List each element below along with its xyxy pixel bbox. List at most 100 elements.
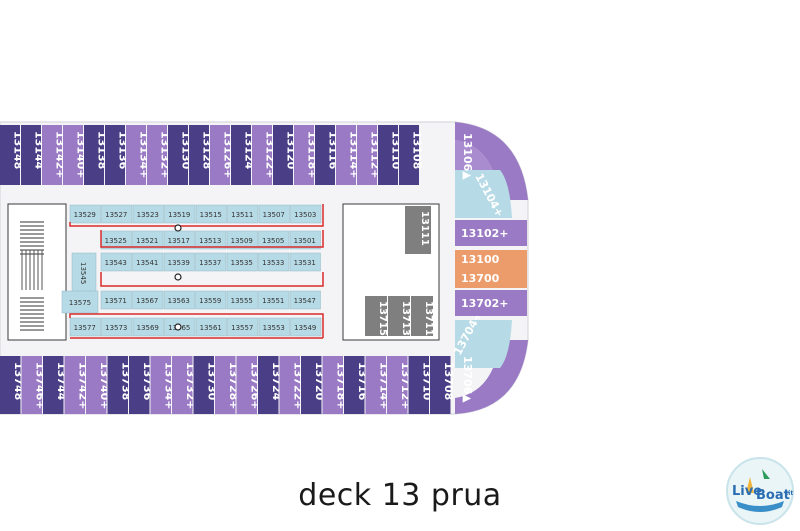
stair-block [7, 203, 67, 341]
cabin: 13569 [132, 317, 164, 337]
cabin: 13529 [69, 204, 101, 224]
cabin-box [227, 317, 259, 337]
cabin-number: 13507 [263, 211, 285, 219]
red-line [100, 272, 324, 287]
cabin-box [132, 230, 164, 250]
cabin: 13118+ [294, 125, 319, 185]
cabin: 13108 [399, 125, 424, 185]
cabin: 13551 [258, 290, 290, 310]
cabin-box [408, 356, 429, 414]
cabin: 13515 [195, 204, 227, 224]
cabin: 13740+ [86, 356, 111, 414]
cabin-box [227, 204, 259, 224]
liveboat-logo: Live Boat .it [726, 457, 794, 525]
cabin-number: 13529 [74, 211, 96, 219]
cabin-box [100, 290, 132, 310]
red-line [100, 230, 324, 248]
cabin: 13535 [226, 252, 258, 272]
cabin-box [163, 290, 195, 310]
cabin-box [289, 252, 321, 272]
cabin-number: 13706▲ [461, 356, 474, 403]
cabin: 13539 [163, 252, 195, 272]
cabin-box [69, 204, 101, 224]
cabin-box [132, 204, 164, 224]
cabin: 13505 [258, 230, 290, 250]
red-corridor-lines [69, 204, 324, 339]
cabin-number: 13535 [231, 259, 253, 267]
cabin-box [455, 250, 527, 268]
cabin: 13714+ [365, 356, 390, 414]
cabin: 13746+ [21, 356, 46, 414]
cabin: 13708 [430, 356, 455, 414]
cabin-number: 13577 [74, 324, 96, 332]
cabin: 13523 [132, 204, 164, 224]
cabin: 13132+ [147, 125, 172, 185]
cabin-box [189, 125, 209, 185]
cabin: 13713 [388, 296, 411, 336]
cabin-number: 13108 [411, 131, 424, 169]
cabin-number: 13511 [231, 211, 253, 219]
cabin-box [258, 356, 279, 414]
cabin-box [301, 356, 322, 414]
cabin-box [290, 204, 322, 224]
cabin: 13126+ [210, 125, 235, 185]
cabin-box [411, 296, 433, 336]
cabin-number: 13573 [105, 324, 127, 332]
cabin-box [322, 356, 343, 414]
cabin: 13577 [69, 317, 101, 337]
cabin-box [168, 125, 188, 185]
cabin-box [21, 356, 42, 414]
cabin-box [132, 290, 164, 310]
cabin: 13543 [100, 252, 132, 272]
cabin-box [0, 356, 21, 414]
cabin-number: 13537 [199, 259, 221, 267]
cabin-box [132, 252, 164, 272]
cabin-box [365, 356, 386, 414]
cabin-box [107, 356, 128, 414]
cabin-number: 13708 [442, 362, 455, 400]
cabin-box [399, 125, 419, 185]
cabin-number: 13569 [137, 324, 159, 332]
cabin-number: 13539 [168, 259, 190, 267]
cabin-box [258, 204, 290, 224]
cabin-number: 13501 [294, 237, 316, 245]
cabin-box [387, 356, 408, 414]
cabin: 13715 [365, 296, 388, 336]
cabin: 13533 [258, 252, 290, 272]
cabin-number: 13517 [168, 237, 190, 245]
cabin-number: 13551 [262, 297, 284, 305]
cabin-number: 13541 [136, 259, 158, 267]
cabin-number: 13549 [294, 324, 316, 332]
cabin-box [226, 290, 258, 310]
cabin-box [252, 125, 272, 185]
cabin-box [357, 125, 377, 185]
cabin-number: 13503 [294, 211, 316, 219]
cabin-box [258, 317, 290, 337]
cabin-number: 13561 [200, 324, 222, 332]
cabin: 13726+ [236, 356, 261, 414]
cabin-number: 13711 [423, 301, 434, 336]
cabin: 13702+ [455, 290, 527, 316]
cabin-number: 13559 [199, 297, 221, 305]
cabin: 13513 [195, 230, 227, 250]
cabin-number: 13513 [199, 237, 221, 245]
cabin-box [61, 290, 99, 314]
cabin-box [455, 220, 527, 246]
cabin-box [258, 290, 290, 310]
cabin-box [195, 204, 227, 224]
cabin-box [294, 125, 314, 185]
cabin-box [132, 317, 164, 337]
cabin-box [236, 356, 257, 414]
cabin-box [388, 296, 410, 336]
cabin-number: 13547 [294, 297, 316, 305]
cabin: 13134+ [126, 125, 151, 185]
bow-bottom-corner [455, 340, 528, 414]
cabin-box [289, 230, 321, 250]
cabin-box [101, 204, 133, 224]
cabin-box [126, 125, 146, 185]
cabin-box [430, 356, 451, 414]
cabin: 13722+ [279, 356, 304, 414]
bow-cabins: 13106▲13104+13704+13706▲13102+1310013700… [451, 122, 528, 414]
cabin-number: 13557 [231, 324, 253, 332]
